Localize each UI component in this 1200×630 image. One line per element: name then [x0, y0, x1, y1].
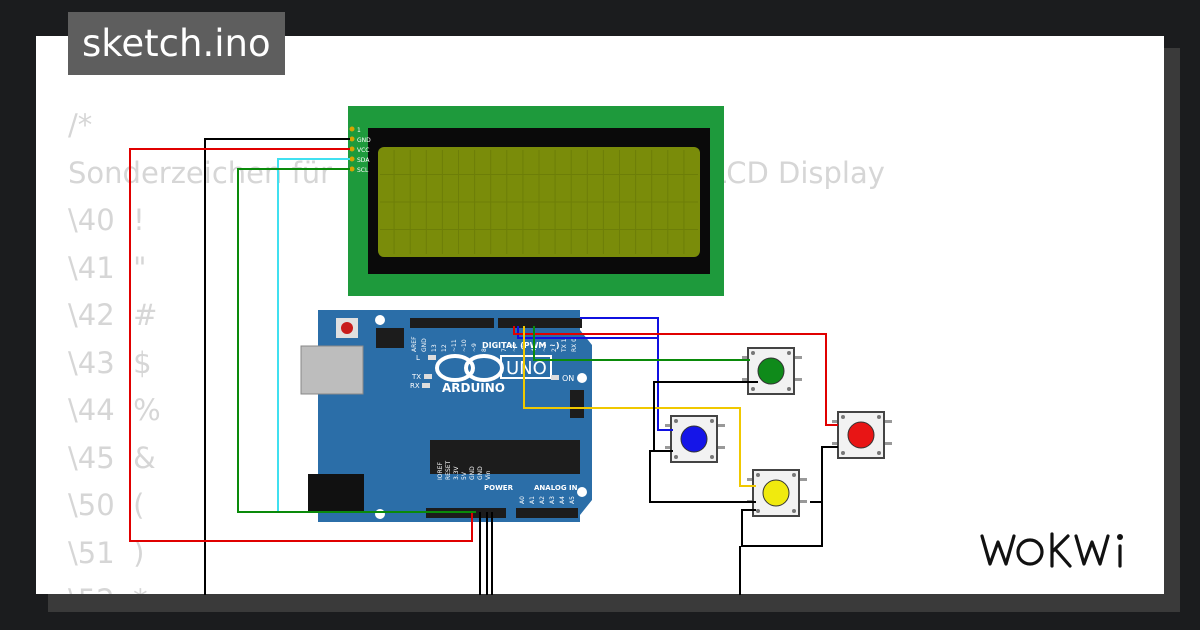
button-red[interactable] [832, 411, 892, 459]
analog-pin-label: A4 [559, 496, 566, 504]
digital-pin-label: ~6 [511, 343, 518, 352]
lcd-pin-label: VCC [357, 147, 369, 154]
button-cap-yellow [762, 479, 790, 507]
microcontroller-chip [430, 440, 580, 474]
button-green[interactable] [742, 347, 802, 395]
analog-pin-label: A2 [539, 496, 546, 504]
code-line: \44 % [68, 393, 161, 427]
analog-pin-label: A5 [569, 496, 576, 504]
code-line: /* [68, 108, 93, 142]
status-led [424, 374, 432, 379]
digital-pin-label: TX 1 [561, 338, 568, 353]
usb-port [300, 345, 364, 395]
power-pin-label: IOREF [437, 462, 444, 480]
digital-pin-label: RX 0 [571, 338, 578, 352]
lcd-pin [349, 136, 355, 142]
digital-pin-label: 2 [551, 348, 558, 352]
code-line: \42 # [68, 298, 158, 332]
lcd-pin-label: 1 [357, 127, 361, 134]
status-led [428, 355, 436, 360]
wire-blue-btn [657, 318, 673, 431]
on-led-label: ON [562, 374, 574, 383]
wire-gnd-red [741, 502, 823, 547]
wokwi-logo[interactable] [976, 524, 1146, 576]
icsp2-header [570, 390, 584, 418]
code-line: Sonderzeichen für LCD Display [68, 155, 885, 190]
digital-pin-label: ~10 [461, 339, 468, 352]
button-cap-red [847, 421, 875, 449]
digital-pin-label: ~3 [541, 343, 548, 352]
push-buttons [665, 347, 892, 517]
lcd-pin-label: GND [357, 137, 371, 144]
status-led [422, 383, 430, 388]
code-line: \51 ) [68, 535, 145, 570]
power-pin-label: GND [469, 466, 476, 480]
wire-green-btn [533, 326, 750, 361]
analog-header [516, 508, 578, 518]
led-label: TX [411, 373, 421, 381]
wire-yellow-btn [523, 326, 756, 487]
icsp-header [376, 328, 404, 348]
file-tab[interactable]: sketch.ino [68, 12, 285, 75]
button-blue[interactable] [665, 415, 725, 463]
analog-pin-label: A0 [519, 496, 526, 504]
digital-pin-label: 8 [481, 348, 488, 352]
analog-header-label: ANALOG IN [534, 484, 578, 492]
button-cap-blue [680, 425, 708, 453]
button-yellow[interactable] [747, 469, 807, 517]
digital-pin-label: AREF [411, 336, 418, 352]
arduino-logo-left [435, 354, 475, 382]
button-cap-green [757, 357, 785, 385]
wire-gnd-blue [649, 450, 756, 503]
wire-gnd [204, 138, 350, 595]
wire-scl [237, 168, 476, 513]
lcd-pin-label: SDA [357, 157, 370, 164]
power-pin-label: GND [477, 466, 484, 480]
code-line: \43 $ [68, 345, 152, 380]
analog-pin-label: A3 [549, 496, 556, 504]
lcd-pin-label: SCL [357, 167, 369, 174]
lcd-pin [349, 146, 355, 152]
power-pin-label: 5V [461, 471, 468, 480]
power-header-label: POWER [484, 484, 514, 492]
digital-pin-label: 13 [431, 344, 438, 352]
wire-vcc [129, 148, 473, 542]
lcd-pixel-grid [380, 150, 698, 254]
digital-pin-label: 12 [441, 344, 448, 352]
reset-button [341, 322, 353, 334]
wire-red-btn [513, 326, 838, 426]
digital-pin-label: ~9 [471, 343, 478, 352]
analog-pin-label: A1 [529, 496, 536, 504]
lcd-pin [349, 126, 355, 132]
arduino-model-label: UNO [506, 358, 547, 379]
code-line: \52 * [68, 577, 885, 594]
code-preview: /* Sonderzeichen für LCD Display \40 ! \41 … [68, 102, 885, 594]
digital-pin-label: 7 [501, 348, 508, 352]
lcd-pin [349, 156, 355, 162]
wires [129, 138, 838, 595]
power-pin-label: Vin [485, 470, 492, 480]
code-line: \45 & [68, 440, 156, 475]
arduino-brand-label: ARDUINO [442, 381, 505, 395]
led-label: RX [410, 382, 420, 390]
digital-pin-label: GND [421, 338, 428, 352]
power-pin-label: 3.3V [453, 465, 460, 480]
code-line: \40 ! [68, 203, 145, 237]
code-line: \50 ( [68, 488, 145, 522]
code-line: \41 " [68, 250, 147, 285]
led-label: L [416, 354, 420, 362]
digital-pin-label: ~11 [451, 339, 458, 352]
wire-gnd-yellow [810, 446, 838, 503]
digital-header-label: DIGITAL (PWM ~) [482, 341, 560, 350]
power-jack [308, 474, 364, 512]
power-pin-label: RESET [445, 460, 452, 480]
header-left [410, 318, 494, 328]
header-right [498, 318, 582, 328]
lcd-pin [349, 166, 355, 172]
